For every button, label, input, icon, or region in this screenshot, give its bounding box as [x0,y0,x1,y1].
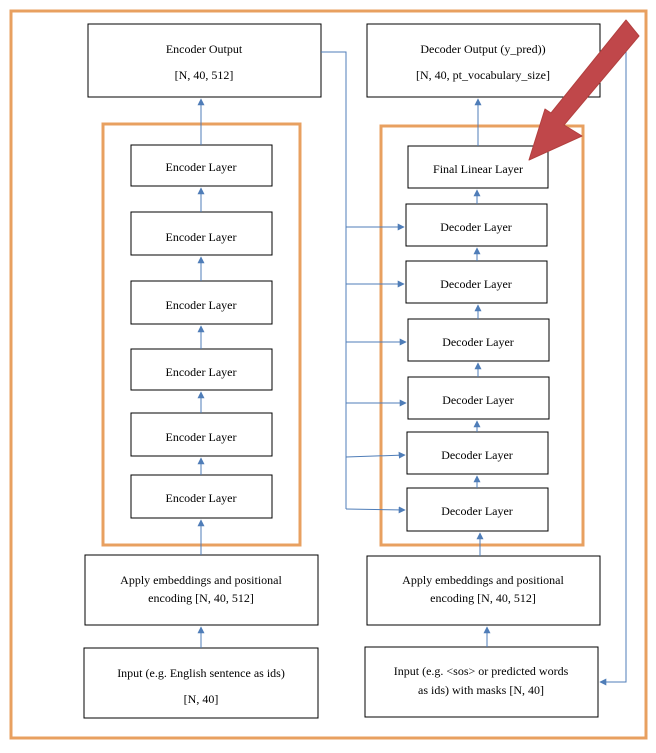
encoder-layer-box: Encoder Layer [130,348,273,391]
encoder-layer-box: Encoder Layer [130,144,273,187]
decoder-layer-label: Decoder Layer [442,335,514,349]
encoder-layer-label: Encoder Layer [166,365,237,379]
encoder-layer-box: Encoder Layer [130,211,273,256]
decoder-flow-arrows [473,98,491,647]
decoder-layer-box: Decoder Layer [407,376,550,420]
decoder-layer-label: Decoder Layer [440,277,512,291]
encoder-input-line2: [N, 40] [184,692,219,706]
encoder-input-line1: Input (e.g. English sentence as ids) [117,666,285,680]
decoder-embedding-line1: Apply embeddings and positional [402,573,564,587]
final-linear-layer-box: Final Linear Layer [407,145,549,189]
decoder-embedding-box: Apply embeddings and positional encoding… [366,555,601,626]
decoder-layer-box: Decoder Layer [406,487,549,532]
encoder-output-shape: [N, 40, 512] [175,68,234,82]
decoder-feedback-loop [599,51,627,686]
final-linear-layer-label: Final Linear Layer [433,162,523,176]
encoder-layer-label: Encoder Layer [166,298,237,312]
decoder-layer-label: Decoder Layer [441,504,513,518]
encoder-layer-label: Encoder Layer [166,430,237,444]
decoder-input-line2: as ids) with masks [N, 40] [418,683,544,697]
decoder-input-line1: Input (e.g. <sos> or predicted words [394,664,569,678]
encoder-embedding-line1: Apply embeddings and positional [120,573,282,587]
decoder-layer-label: Decoder Layer [441,448,513,462]
outer-frame [9,9,648,740]
decoder-layer-box: Decoder Layer [407,318,550,362]
decoder-layer-box: Decoder Layer [406,431,549,475]
decoder-layer-box: Decoder Layer [405,203,548,247]
encoder-layer-label: Encoder Layer [166,230,237,244]
encoder-layer-label: Encoder Layer [166,491,237,505]
encoder-embedding-box: Apply embeddings and positional encoding… [84,554,319,626]
encoder-embedding-line2: encoding [N, 40, 512] [148,591,254,605]
encoder-output-title: Encoder Output [166,42,243,56]
decoder-output-shape: [N, 40, pt_vocabulary_size] [416,68,550,82]
decoder-output-title: Decoder Output (y_pred)) [420,42,545,56]
decoder-layer-box: Decoder Layer [405,260,548,304]
encoder-to-decoder-connectors [321,51,407,514]
decoder-output-box: Decoder Output (y_pred)) [N, 40, pt_voca… [366,23,601,98]
decoder-embedding-line2: encoding [N, 40, 512] [430,591,536,605]
encoder-layer-box: Encoder Layer [130,474,273,519]
encoder-layer-box: Encoder Layer [130,412,273,457]
encoder-input-box: Input (e.g. English sentence as ids) [N,… [83,647,319,719]
highlight-arrow [528,19,640,161]
decoder-layer-label: Decoder Layer [440,220,512,234]
decoder-stack-frame [379,124,585,547]
encoder-output-box: Encoder Output [N, 40, 512] [87,23,322,98]
encoder-layer-label: Encoder Layer [166,160,237,174]
decoder-input-box: Input (e.g. <sos> or predicted words as … [364,646,599,718]
encoder-layer-box: Encoder Layer [130,280,273,325]
decoder-layer-label: Decoder Layer [442,393,514,407]
